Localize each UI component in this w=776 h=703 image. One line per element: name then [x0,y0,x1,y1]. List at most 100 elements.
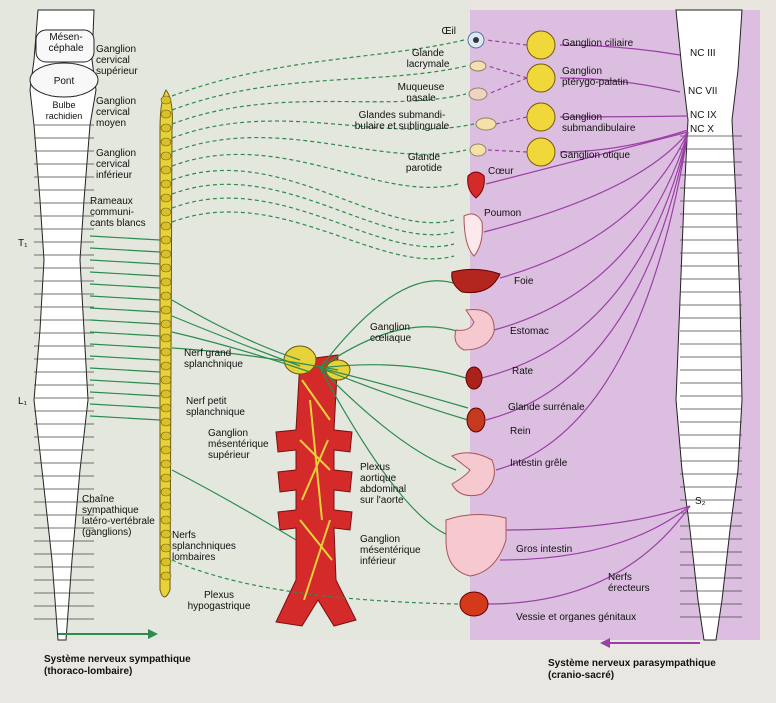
ganglion-submand-shape [526,102,556,132]
legend-parasympathetic: Système nerveux parasympathique (cranio-… [548,658,716,681]
white-rami-line [89,235,161,241]
nc-x-label: NC X [690,124,714,135]
chain-ganglion [160,179,172,189]
chain-ganglion [160,193,172,203]
glandes-submandibulaire-label: Glandes submandi- bulaire et sublinguale [354,110,450,132]
ganglion-to-organ-line [319,280,457,369]
white-rami-line [89,271,161,277]
nerfs-erecteurs-label: Nerfs érecteurs [608,572,650,594]
sacral-nerve-line [487,505,691,605]
ganglion-to-organ-line [319,364,467,379]
rein-label: Rein [510,426,531,437]
nc-ix-label: NC IX [690,110,717,121]
small-intestine-shape [451,452,495,497]
nc-iii-label: NC III [690,48,716,59]
coeur-label: Cœur [488,166,514,177]
vagus-nerve-line [493,131,689,331]
white-rami-line [89,331,161,337]
liver-shape [451,268,501,294]
gros-intestin-label: Gros intestin [516,544,573,555]
ganglion-to-organ-line [319,367,469,421]
ganglion-mesenterique-inferieur-label: Ganglion mésentérique inférieur [360,534,421,567]
poumon-label: Poumon [484,208,522,219]
chain-ganglion [160,445,172,455]
ganglion-to-organ-line [319,367,457,471]
eye-pupil [473,37,479,43]
cranial-nerve-line [559,44,681,56]
postganglionic-nerve-line [171,153,459,188]
ganglion-pterygo-palatin-label: Ganglion ptérygo-palatin [562,66,629,88]
parasympathetic-postganglionic-line [487,65,528,79]
chain-ganglion [160,123,172,133]
chain-ganglion [160,333,172,343]
white-rami-line [89,343,161,349]
chain-ganglion [160,319,172,329]
ganglion-ciliaire-shape [526,30,556,60]
nerf-petit-splanchnique-label: Nerf petit splanchnique [186,396,245,418]
chain-ganglion [160,501,172,511]
parasympathetic-postganglionic-line [487,149,528,153]
s2-marker: S₂ [695,496,706,507]
white-rami-line [89,259,161,265]
sympathetic-chain [159,89,173,598]
chain-ganglion [160,347,172,357]
stomach-shape [454,308,495,351]
chain-ganglion [160,431,172,441]
vagus-nerve-line [495,131,689,471]
t1-marker: T₁ [18,238,28,249]
oeil-label: Œil [441,26,456,37]
chain-ganglion [160,221,172,231]
white-rami-line [89,415,161,421]
right-spinal-segments [680,135,742,618]
chain-ganglion [160,417,172,427]
nerf-grand-splanchnique-label: Nerf grand splanchnique [184,348,243,370]
vagus-nerve-line [485,131,689,421]
sacral-nerve-line [505,505,691,531]
white-rami-line [89,319,161,325]
submandibular-shape [475,117,497,131]
right-spinal-cord [675,9,743,641]
chain-ganglion [160,249,172,259]
ganglion-to-organ-line [319,367,451,537]
left-spinal-cord [29,9,99,641]
white-rami-line [89,295,161,301]
chain-ganglion [160,389,172,399]
parasympathetic-postganglionic-line [485,39,528,46]
ganglion-ciliaire-label: Ganglion ciliaire [562,38,634,49]
postganglionic-nerve-line [171,39,465,97]
muqueuse-nasale-label: Muqueuse nasale [397,82,445,104]
ganglion-coeliaque-label: Ganglion cœliaque [370,322,412,344]
pont-shape [29,62,99,98]
white-rami-line [89,379,161,385]
sympathetic-nerves [89,39,475,605]
chain-ganglion [160,473,172,483]
chain-ganglion [160,109,172,119]
nerfs-splanchniques-lombaires-label: Nerfs splanchniques lombaires [172,530,236,563]
white-rami-line [89,283,161,289]
intestin-grele-label: Intestin grêle [510,458,568,469]
vessie-label: Vessie et organes génitaux [516,612,637,623]
nasal-shape [468,87,488,101]
chaine-sympathique-label: Chaîne sympathique latéro-vertébrale (ga… [82,494,155,538]
vagus-nerve-line [485,131,689,185]
chain-ganglion [160,557,172,567]
legend-sympathetic: Système nerveux sympathique (thoraco-lom… [44,654,191,677]
left-spinal-segments [34,124,94,620]
chain-ganglion [160,165,172,175]
l1-marker: L₁ [18,396,27,407]
kidney-shape [466,407,486,433]
chain-ganglion [160,361,172,371]
cranial-nerve-line [559,129,689,153]
chain-ganglion [160,515,172,525]
postganglionic-nerve-line [171,197,455,248]
vagus-nerve-line [481,131,689,379]
splanchnic-nerve-line [171,299,301,361]
rate-label: Rate [512,366,534,377]
cranial-nerve-line [559,77,681,93]
large-intestine-shape [445,514,507,577]
bulbe-label: Bulbe rachidien [45,100,83,121]
chain-ganglion [160,459,172,469]
lacrimal-shape [469,60,487,72]
ganglion-to-organ-line [319,367,469,409]
